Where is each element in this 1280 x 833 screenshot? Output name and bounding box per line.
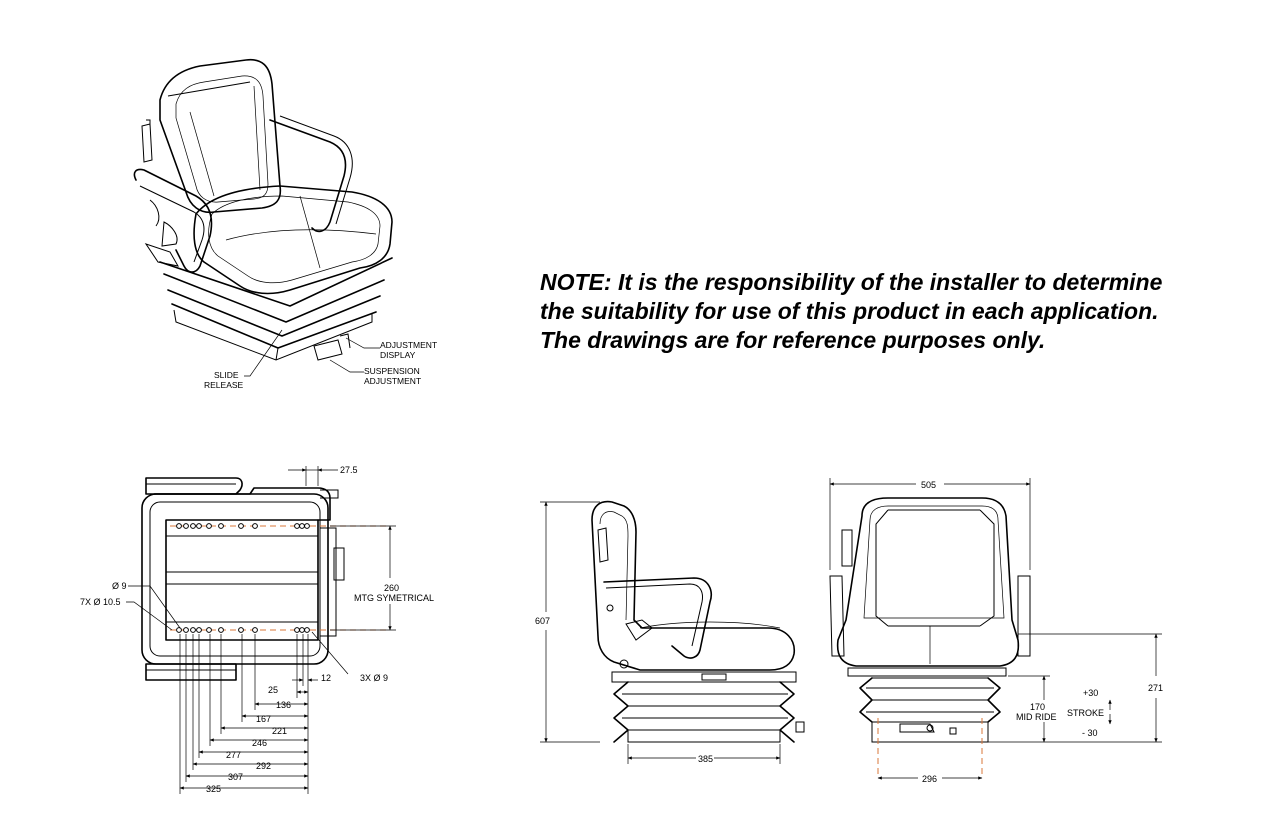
dim-25: 25 bbox=[268, 685, 278, 695]
hole-7x-label: 7X Ø 10.5 bbox=[80, 597, 121, 607]
adjustment-display-label-1: ADJUSTMENT bbox=[380, 340, 437, 350]
stroke-minus-30: - 30 bbox=[1082, 728, 1098, 738]
mtg-symetrical-label: MTG SYMETRICAL bbox=[354, 593, 434, 603]
dim-292: 292 bbox=[256, 761, 271, 771]
mid-ride-label: MID RIDE bbox=[1016, 712, 1057, 722]
dim-12: 12 bbox=[321, 673, 331, 683]
side-view-drawing bbox=[540, 500, 805, 764]
stroke-plus-30: +30 bbox=[1083, 688, 1098, 698]
note-line-2: the suitability for use of this product … bbox=[540, 298, 1159, 324]
slide-release-label-1: SLIDE bbox=[214, 370, 239, 380]
front-view-drawing bbox=[829, 478, 1162, 780]
adjustment-display-label-2: DISPLAY bbox=[380, 350, 416, 360]
dim-167: 167 bbox=[256, 714, 271, 724]
note-line-1: NOTE: It is the responsibility of the in… bbox=[540, 269, 1163, 295]
isometric-seat-view bbox=[133, 58, 393, 377]
dim-170: 170 bbox=[1030, 702, 1045, 712]
dim-27-5: 27.5 bbox=[340, 465, 358, 475]
dim-307: 307 bbox=[228, 772, 243, 782]
suspension-adjustment-label-2: ADJUSTMENT bbox=[364, 376, 421, 386]
dim-260: 260 bbox=[384, 583, 399, 593]
suspension-adjustment-label-1: SUSPENSION bbox=[364, 366, 420, 376]
dim-607: 607 bbox=[535, 616, 550, 626]
dim-277: 277 bbox=[226, 750, 241, 760]
dim-385: 385 bbox=[698, 754, 713, 764]
dim-325: 325 bbox=[206, 784, 221, 794]
dim-296: 296 bbox=[922, 774, 937, 784]
dim-136: 136 bbox=[276, 700, 291, 710]
dim-505: 505 bbox=[921, 480, 936, 490]
stroke-label: STROKE bbox=[1067, 708, 1104, 718]
dim-221: 221 bbox=[272, 726, 287, 736]
dim-271: 271 bbox=[1148, 683, 1163, 693]
slide-release-label-2: RELEASE bbox=[204, 380, 244, 390]
disclaimer-note: NOTE: It is the responsibility of the in… bbox=[540, 268, 1240, 355]
hole-9-label: Ø 9 bbox=[112, 581, 127, 591]
top-view-drawing bbox=[126, 466, 396, 794]
dim-246: 246 bbox=[252, 738, 267, 748]
baseline-dimension-ticks bbox=[179, 634, 318, 794]
note-line-3: The drawings are for reference purposes … bbox=[540, 327, 1046, 353]
hole-3x-label: 3X Ø 9 bbox=[360, 673, 388, 683]
